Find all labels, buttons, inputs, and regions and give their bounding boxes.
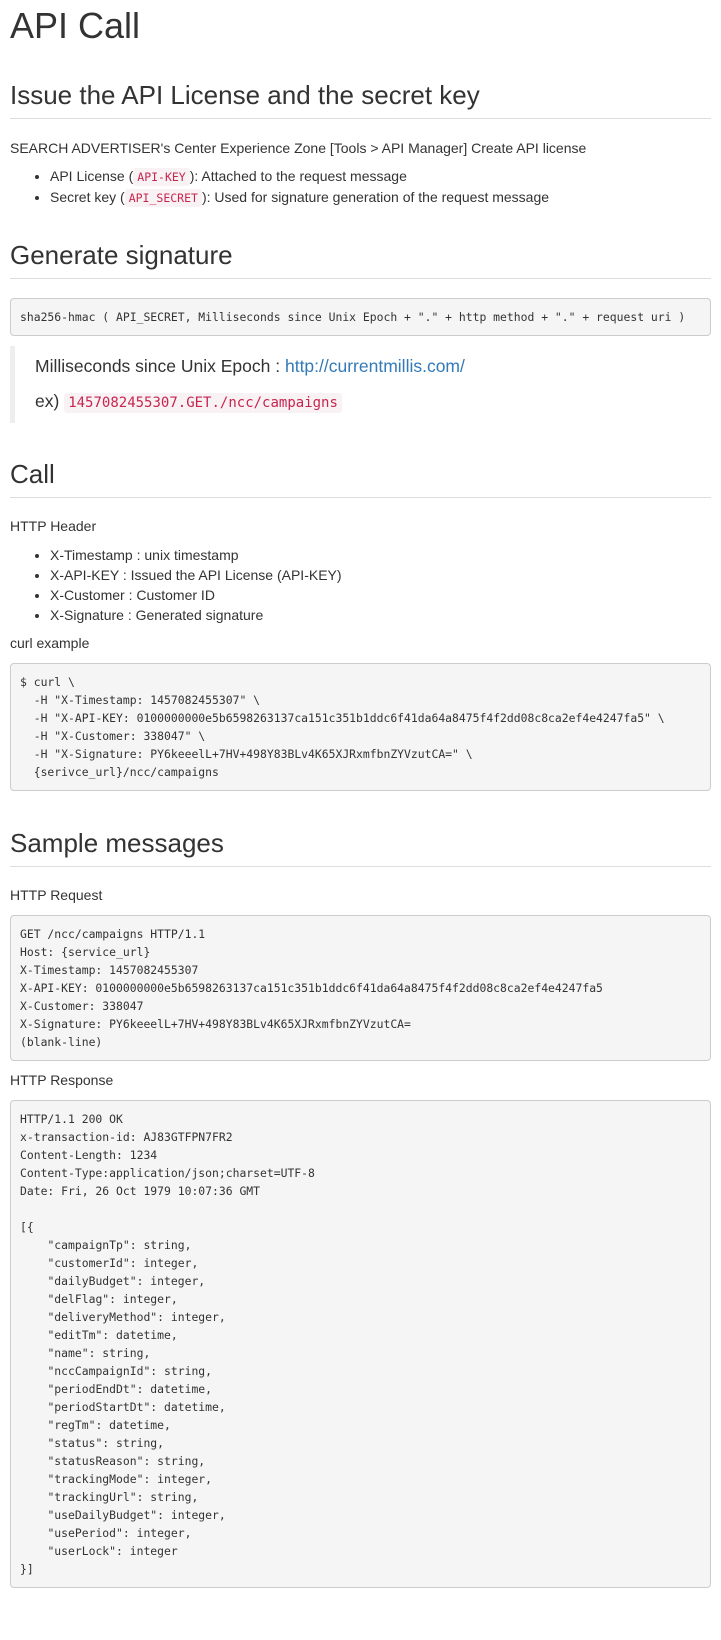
- samples-heading: Sample messages: [10, 828, 711, 867]
- call-heading: Call: [10, 459, 711, 498]
- quote-line: Milliseconds since Unix Epoch : http://c…: [35, 354, 691, 378]
- quote-label: Milliseconds since Unix Epoch :: [35, 356, 285, 376]
- list-item: Secret key (API_SECRET): Used for signat…: [50, 187, 711, 208]
- http-request-code: GET /ncc/campaigns HTTP/1.1 Host: {servi…: [10, 914, 711, 1061]
- list-item: X-API-KEY : Issued the API License (API-…: [50, 565, 711, 585]
- header-list: X-Timestamp : unix timestamp X-API-KEY :…: [10, 545, 711, 625]
- quote-example: ex) 1457082455307.GET./ncc/campaigns: [35, 389, 691, 415]
- list-item-text: ): Used for signature generation of the …: [201, 189, 550, 205]
- example-prefix: ex): [35, 391, 65, 411]
- list-item-text: ): Attached to the request message: [189, 168, 407, 184]
- page-title: API Call: [10, 5, 141, 46]
- http-request-label: HTTP Request: [10, 886, 103, 903]
- example-code: 1457082455307.GET./ncc/campaigns: [64, 393, 342, 413]
- issue-heading: Issue the API License and the secret key: [10, 80, 711, 119]
- curl-example-code: $ curl \ -H "X-Timestamp: 1457082455307"…: [10, 662, 711, 791]
- list-item: X-Customer : Customer ID: [50, 585, 711, 605]
- currentmillis-link[interactable]: http://currentmillis.com/: [284, 356, 465, 376]
- list-item-text: Secret key (: [50, 189, 125, 205]
- signature-note: Milliseconds since Unix Epoch : http://c…: [10, 346, 711, 423]
- issue-list: API License (API-KEY): Attached to the r…: [10, 166, 711, 208]
- list-item: API License (API-KEY): Attached to the r…: [50, 166, 711, 187]
- issue-intro: SEARCH ADVERTISER's Center Experience Zo…: [10, 140, 587, 156]
- http-response-label: HTTP Response: [10, 1071, 114, 1088]
- signature-formula: sha256-hmac ( API_SECRET, Milliseconds s…: [10, 298, 711, 336]
- inline-code: API-KEY: [133, 168, 190, 186]
- inline-code: API_SECRET: [124, 189, 202, 207]
- signature-heading: Generate signature: [10, 240, 711, 279]
- curl-example-label: curl example: [10, 634, 90, 651]
- list-item-text: API License (: [50, 168, 134, 184]
- document: API Call Issue the API License and the s…: [0, 0, 721, 1588]
- list-item: X-Timestamp : unix timestamp: [50, 545, 711, 565]
- http-header-label: HTTP Header: [10, 518, 97, 534]
- list-item: X-Signature : Generated signature: [50, 605, 711, 625]
- http-response-code: HTTP/1.1 200 OK x-transaction-id: AJ83GT…: [10, 1099, 711, 1588]
